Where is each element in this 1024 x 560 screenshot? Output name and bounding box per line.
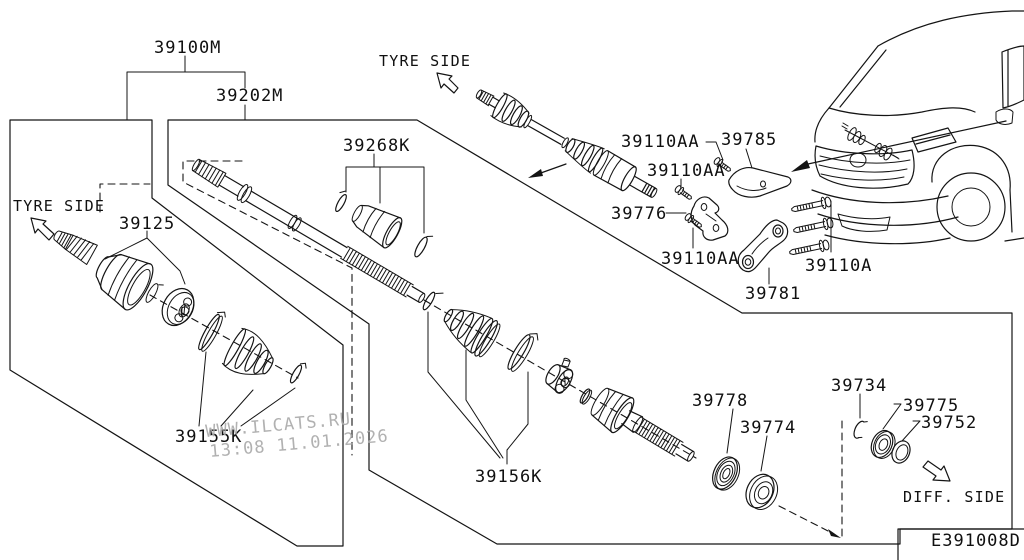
diagram-code: E391008D <box>931 531 1021 551</box>
snap-ring-39734 <box>853 420 868 439</box>
label-tyre-side-top: TYRE SIDE <box>379 52 471 70</box>
label-39156K: 39156K <box>475 467 542 487</box>
diff-side-arrow <box>922 460 951 482</box>
bolt-39110AA-3 <box>684 213 702 228</box>
outer-joint-zone-box <box>9 119 344 547</box>
support-bearing-group <box>712 420 911 510</box>
bolt-39110A-2 <box>793 217 834 234</box>
bolt-39110AA-1 <box>713 157 731 172</box>
label-39774: 39774 <box>740 418 796 438</box>
label-39202M: 39202M <box>216 86 283 106</box>
label-39110A: 39110A <box>805 256 872 276</box>
outer-cv-boot <box>221 327 274 375</box>
zone-boxes <box>9 119 1024 560</box>
cv-bell-housing <box>95 253 154 311</box>
shaft-and-inner-joint-group <box>191 158 695 462</box>
label-39781: 39781 <box>745 284 801 304</box>
label-39734: 39734 <box>831 376 887 396</box>
seal-39775 <box>870 429 896 459</box>
damper-clamp-right <box>414 235 434 258</box>
car-illustration <box>791 10 1024 245</box>
outer-boot-clamp-small <box>289 362 307 384</box>
bracket-39781 <box>737 219 789 273</box>
drive-shaft-bar <box>191 158 426 303</box>
watermark: WWW.ILCATS.RU 13:08 11.01.2026 <box>205 409 390 462</box>
spacer-ring <box>579 388 593 405</box>
inner-cv-boot <box>443 308 501 358</box>
code-box <box>897 528 1024 560</box>
dust-shield-39778 <box>712 456 741 491</box>
car-location-arrow <box>791 120 1007 172</box>
label-39155K: 39155K <box>175 427 242 447</box>
bolt-39110A-3 <box>789 239 830 256</box>
label-39110AA-2: 39110AA <box>647 161 726 181</box>
label-39776: 39776 <box>611 204 667 224</box>
support-bracket-group <box>674 157 834 273</box>
heat-shield-39785 <box>728 166 792 198</box>
car-shaft-callout <box>841 122 900 161</box>
tyre-side-left-arrow <box>30 217 55 241</box>
label-39778: 39778 <box>692 391 748 411</box>
label-39752: 39752 <box>921 413 977 433</box>
bolt-39110AA-2 <box>674 185 692 200</box>
label-tyre-side-left: TYRE SIDE <box>13 197 105 215</box>
leader-lines <box>104 55 921 472</box>
bracket-39776 <box>690 196 729 241</box>
inner-race-cage <box>161 287 195 327</box>
inner-joint-zone-box <box>167 119 1013 545</box>
tyre-side-top-arrow <box>436 72 459 94</box>
inner-boot-clamp-large <box>507 333 539 372</box>
label-39125: 39125 <box>119 214 175 234</box>
bearing-39774 <box>745 473 779 510</box>
insert-direction-arrow <box>528 163 567 178</box>
dynamic-damper <box>351 204 403 249</box>
ring-39752 <box>891 440 911 464</box>
inner-boot-clamp-small <box>422 291 444 311</box>
tripod-joint <box>545 357 574 394</box>
label-39110AA-3: 39110AA <box>661 249 740 269</box>
outer-cv-joint-group <box>53 230 307 384</box>
dashed-arrowhead <box>828 529 841 538</box>
stub-axle <box>53 230 98 265</box>
label-39775: 39775 <box>903 396 959 416</box>
label-39785: 39785 <box>721 130 777 150</box>
assembled-drive-shaft <box>475 89 658 198</box>
bolt-39110A-1 <box>791 196 832 213</box>
labels: 39100M 39202M TYRE SIDE 39125 39268K TYR… <box>13 38 1021 551</box>
damper-clamp-left <box>335 190 347 213</box>
outer-boot-clamp-large <box>198 311 226 352</box>
label-39110AA-1: 39110AA <box>621 132 700 152</box>
circlip <box>145 283 164 303</box>
label-39100M: 39100M <box>154 38 221 58</box>
label-diff-side: DIFF. SIDE <box>903 488 1005 506</box>
inner-cv-housing <box>590 387 695 462</box>
direction-arrows <box>30 72 951 482</box>
label-39268K: 39268K <box>343 136 410 156</box>
